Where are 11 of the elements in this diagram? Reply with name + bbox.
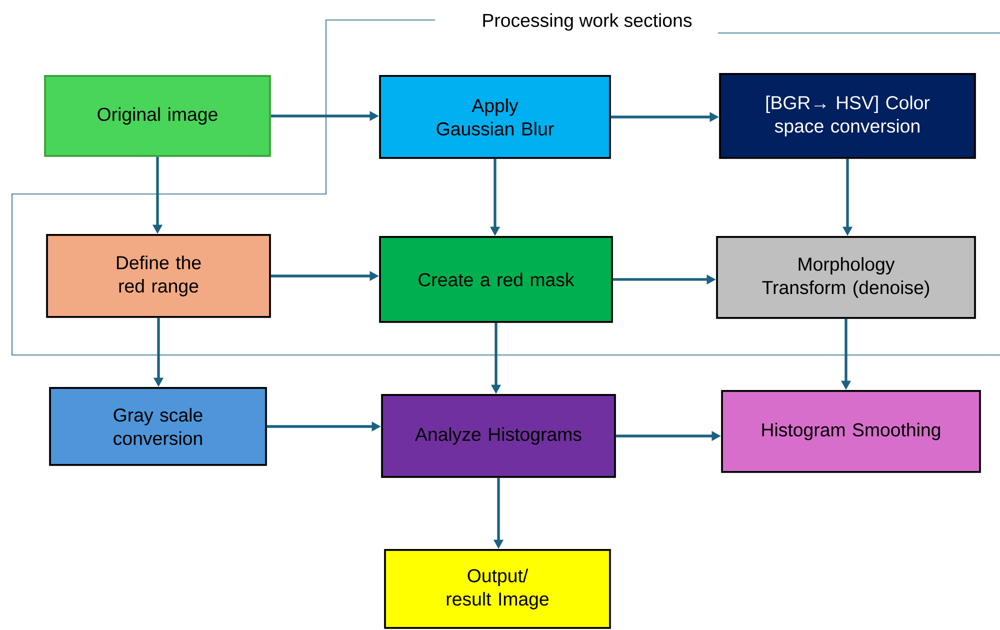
- process-box: Gray scale conversion: [49, 387, 267, 466]
- section-title: Processing work sections: [483, 13, 692, 31]
- process-box: Analyze Histograms: [381, 394, 616, 478]
- process-box: Original image: [44, 75, 271, 157]
- process-box: Morphology Transform (denoise): [716, 236, 976, 319]
- process-box: Apply Gaussian Blur: [379, 75, 611, 159]
- process-box: Define the red range: [46, 234, 271, 318]
- process-box: Histogram Smoothing: [721, 390, 981, 473]
- process-box: [BGR→ HSV] Color space conversion: [719, 73, 976, 159]
- process-box: Create a red mask: [379, 236, 613, 323]
- process-box: Output/ result Image: [384, 549, 611, 629]
